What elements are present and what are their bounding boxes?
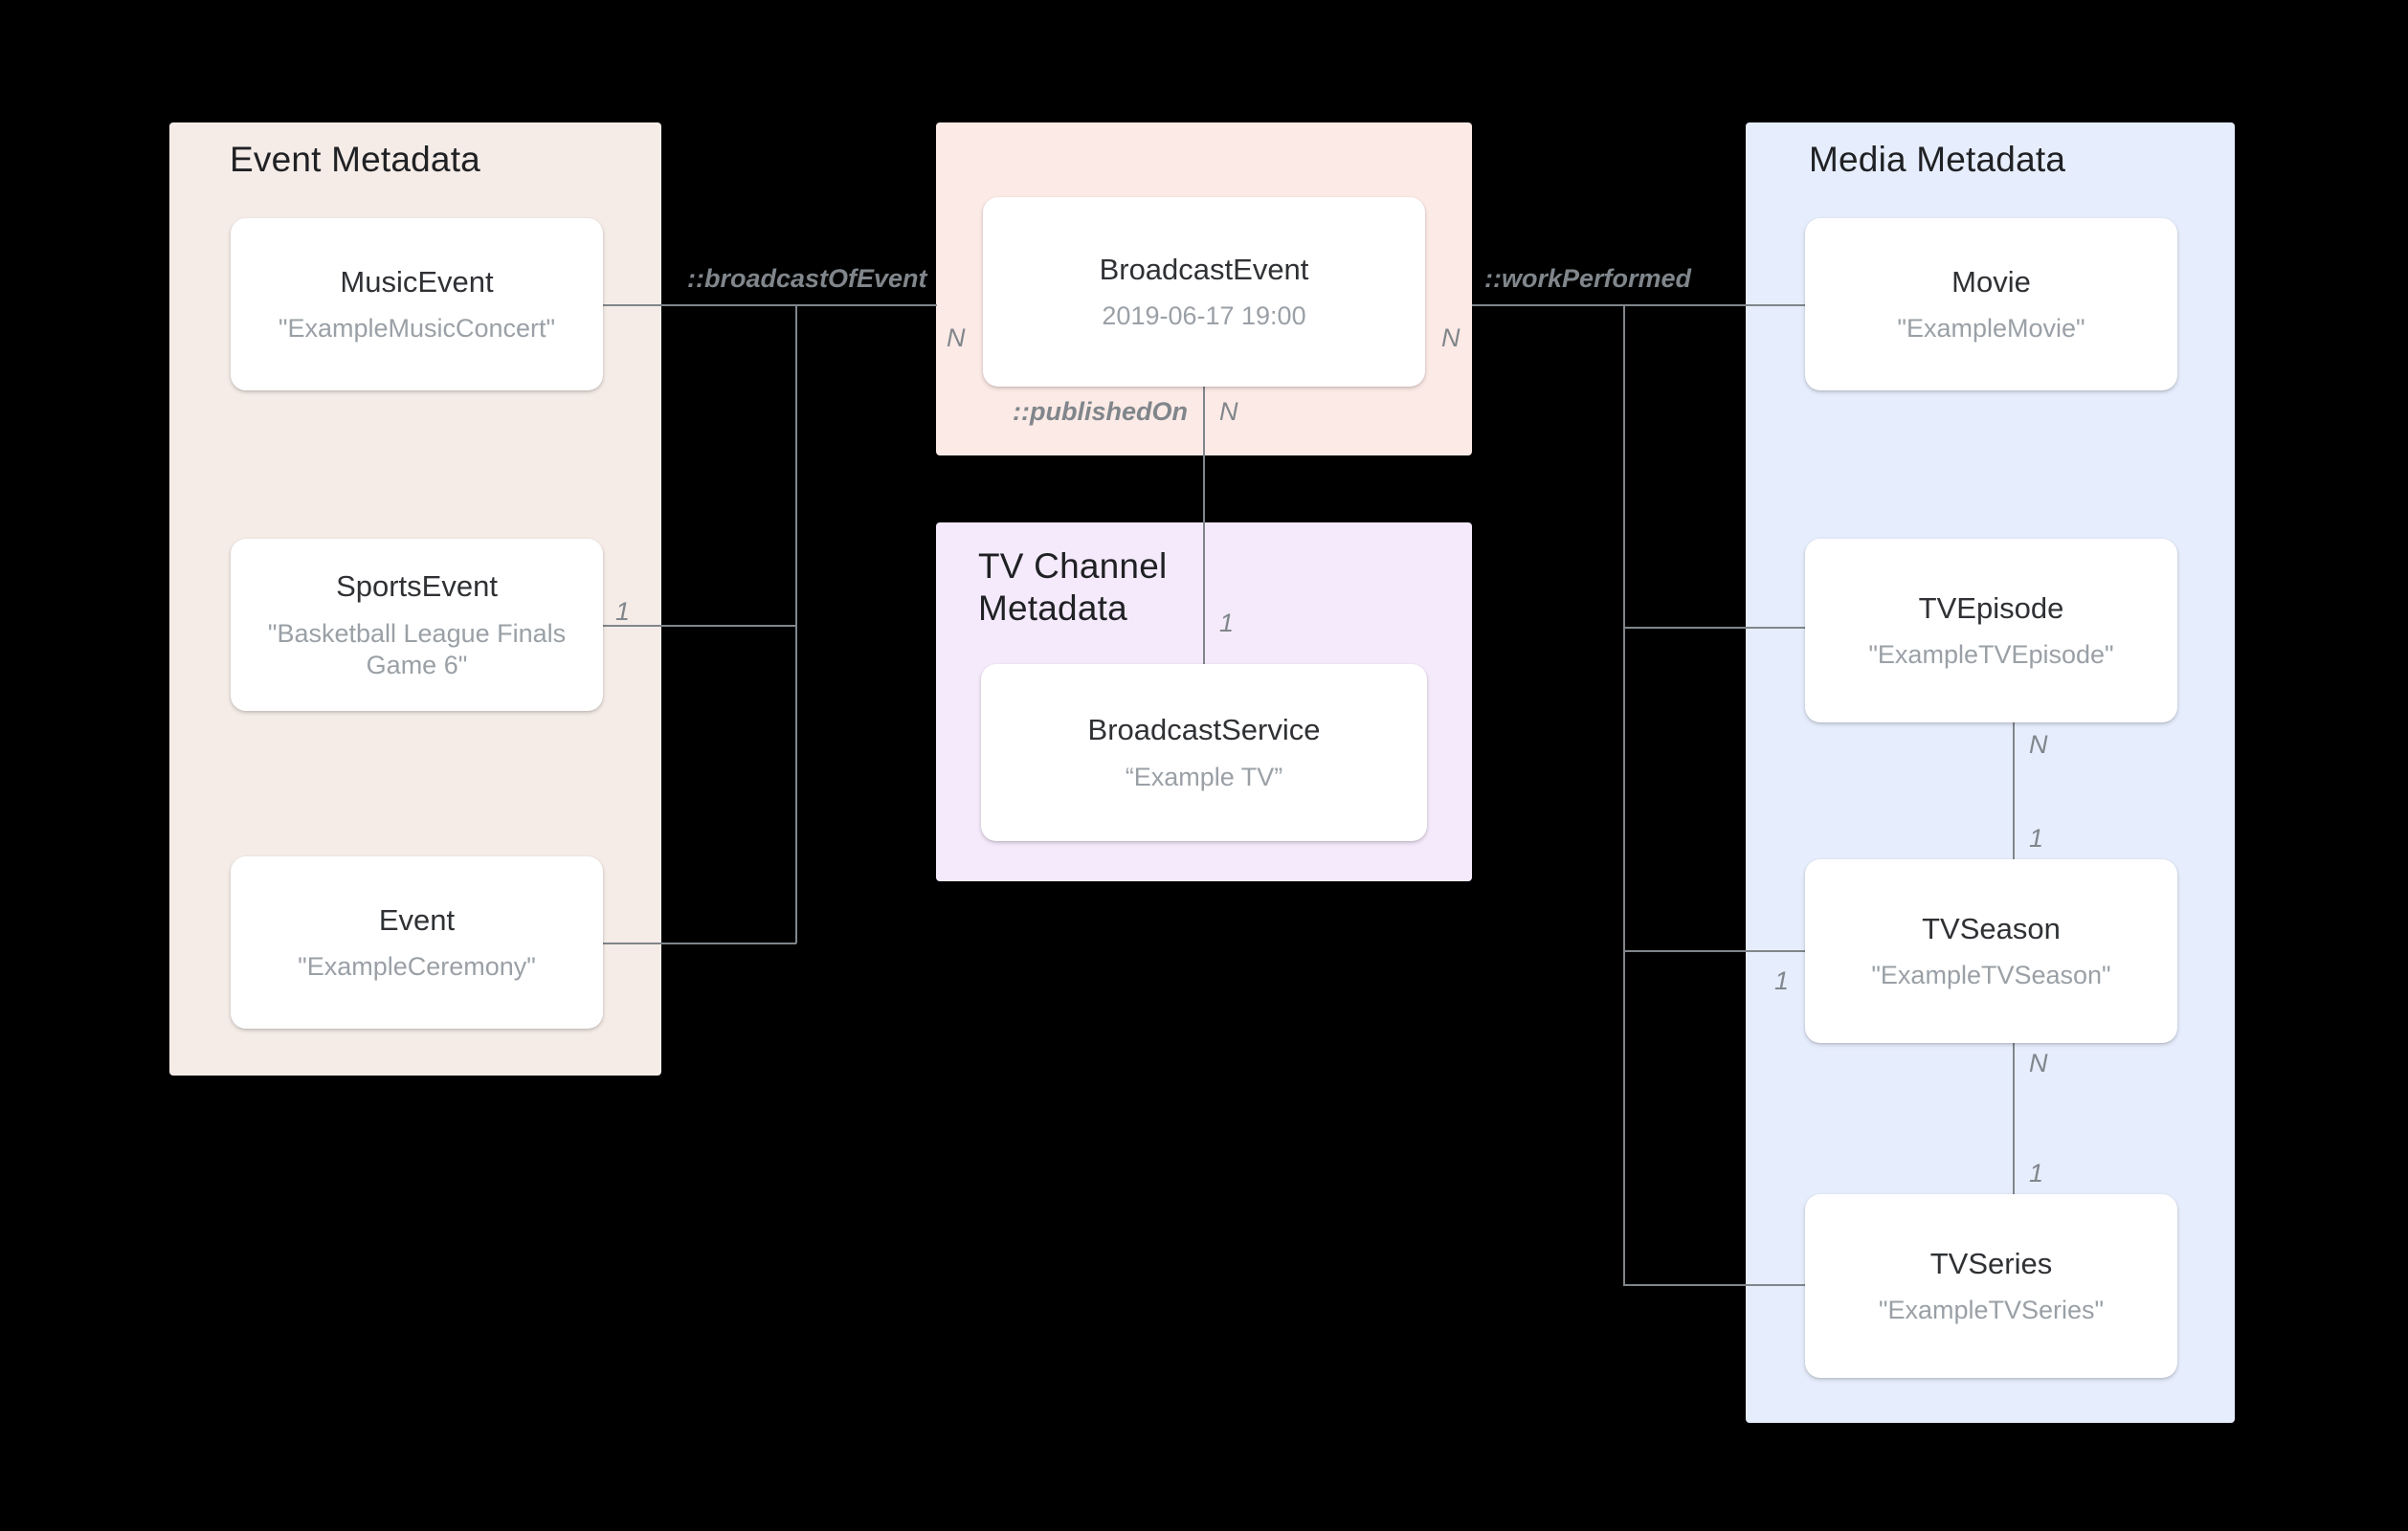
edge-sports-event-to-spine [603,625,796,627]
node-subtitle-tv-episode: "ExampleTVEpisode" [1868,640,2114,670]
group-title-media-metadata: Media Metadata [1809,140,2066,179]
relation-label-broadcast-of-event: ::broadcastOfEvent [687,264,927,293]
relation-label-published-on: ::publishedOn [1013,397,1188,426]
node-title-tv-season: TVSeason [1922,911,2061,945]
node-subtitle-broadcast-event: 2019-06-17 19:00 [1102,301,1306,331]
node-subtitle-movie: "ExampleMovie" [1897,314,2085,344]
edge-media-spine-vertical [1623,304,1625,1286]
edge-broadcast-event-to-movie [1472,304,1806,306]
node-subtitle-event: "ExampleCeremony" [298,952,536,982]
node-title-tv-episode: TVEpisode [1918,590,2064,625]
node-subtitle-sports-event: "Basketball League Finals Game 6" [267,618,567,679]
edge-spine-to-tv-series [1623,1284,1805,1286]
node-title-event: Event [378,902,456,937]
cardinality-tv-season-top: 1 [2029,824,2044,853]
cardinality-tv-season-bottom: N [2029,1049,2048,1077]
node-title-sports-event: SportsEvent [336,569,498,604]
node-sports-event[interactable]: SportsEvent "Basketball League Finals Ga… [231,539,603,711]
cardinality-sports-event-right: 1 [615,597,631,626]
cardinality-tv-episode-bottom: N [2029,730,2048,759]
edge-music-event-to-broadcast-event [603,304,937,306]
node-title-tv-series: TVSeries [1929,1246,2053,1280]
group-title-tv-channel-metadata: TV Channel Metadata [978,546,1168,628]
edge-spine-to-tv-episode [1623,627,1805,629]
edge-event-spine-vertical [795,304,797,943]
node-subtitle-tv-series: "ExampleTVSeries" [1878,1296,2105,1325]
node-broadcast-event[interactable]: BroadcastEvent 2019-06-17 19:00 [983,197,1425,387]
cardinality-tv-series-top: 1 [2029,1159,2044,1187]
node-subtitle-tv-season: "ExampleTVSeason" [1871,961,2111,990]
cardinality-broadcast-event-right: N [1441,323,1460,352]
node-movie[interactable]: Movie "ExampleMovie" [1805,218,2177,390]
edge-spine-to-tv-season [1623,950,1805,952]
edge-tv-episode-to-tv-season [2013,722,2015,859]
cardinality-tv-season-left: 1 [1774,966,1790,995]
node-tv-series[interactable]: TVSeries "ExampleTVSeries" [1805,1194,2177,1378]
group-title-event-metadata: Event Metadata [230,140,480,179]
node-subtitle-broadcast-service: “Example TV” [1125,762,1283,791]
node-title-broadcast-event: BroadcastEvent [1099,252,1309,286]
node-event[interactable]: Event "ExampleCeremony" [231,856,603,1029]
node-music-event[interactable]: MusicEvent "ExampleMusicConcert" [231,218,603,390]
edge-event-to-spine [603,943,796,944]
node-broadcast-service[interactable]: BroadcastService “Example TV” [981,664,1427,841]
cardinality-broadcast-event-left: N [947,323,966,352]
node-title-movie: Movie [1951,264,2031,299]
node-subtitle-music-event: "ExampleMusicConcert" [278,314,556,344]
node-tv-season[interactable]: TVSeason "ExampleTVSeason" [1805,859,2177,1043]
relation-label-work-performed: ::workPerformed [1484,264,1692,293]
node-tv-episode[interactable]: TVEpisode "ExampleTVEpisode" [1805,539,2177,722]
node-title-music-event: MusicEvent [340,264,494,299]
node-title-broadcast-service: BroadcastService [1087,713,1321,747]
edge-tv-season-to-tv-series [2013,1043,2015,1194]
cardinality-broadcast-event-bottom: N [1219,397,1238,426]
edge-broadcast-event-to-broadcast-service [1203,387,1205,664]
cardinality-broadcast-service-top: 1 [1219,609,1235,637]
